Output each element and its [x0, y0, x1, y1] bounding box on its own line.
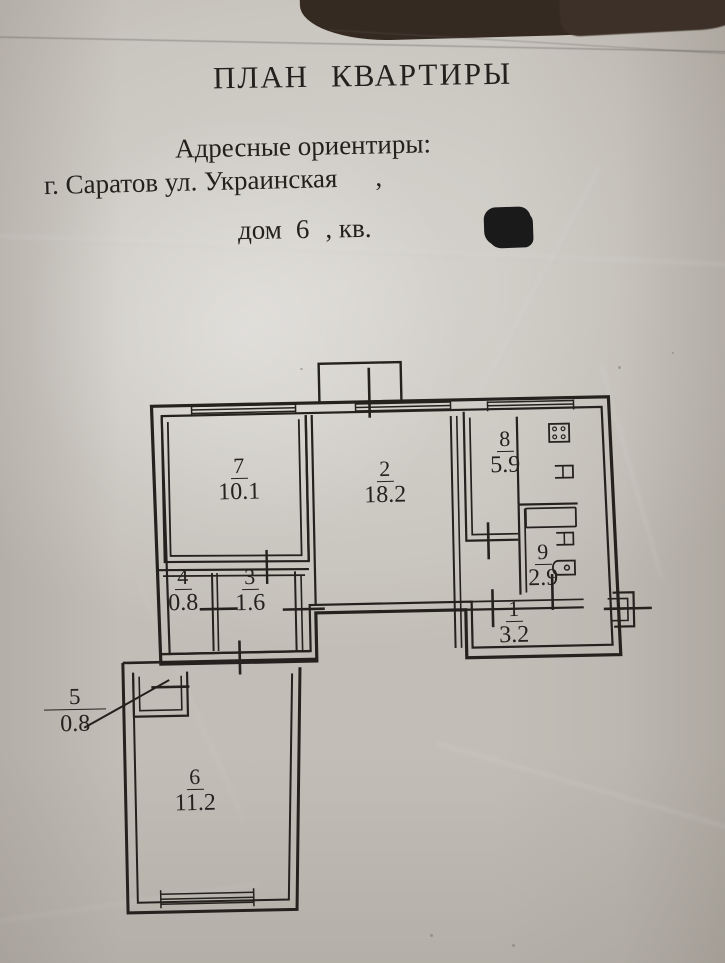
window-room-6 [159, 888, 255, 909]
room-7-walls-inner [166, 419, 303, 557]
room-label-6: 6 11.2 [154, 763, 235, 817]
room-8-walls [462, 411, 519, 542]
room-1-area: 3.2 [498, 621, 530, 649]
paper-speck [618, 366, 621, 369]
lower-wing-outer-wall [121, 662, 302, 915]
room-label-1: 1 3.2 [482, 595, 545, 649]
room-7-area: 10.1 [217, 478, 261, 506]
room-6-number: 6 [188, 763, 201, 790]
paper-shadow-left [0, 0, 120, 963]
room-2-number: 2 [378, 455, 391, 482]
paper-shadow-bottom [0, 753, 725, 963]
room-4-number: 4 [176, 563, 189, 590]
room-2-right-wall [449, 416, 457, 649]
door-4-3 [199, 607, 238, 611]
room-2-right-wall-inner [455, 415, 463, 648]
sink-icon [556, 531, 575, 546]
room-4-area: 0.8 [167, 589, 199, 617]
door-room-7 [265, 549, 269, 584]
paper-speck [430, 934, 433, 937]
paper-speck [300, 368, 303, 370]
door-room-9 [550, 573, 555, 610]
room-8-number: 8 [498, 425, 511, 452]
balcony-door-mark [367, 367, 372, 418]
lower-wing-inner-wall [132, 672, 294, 904]
room-6-area: 11.2 [174, 789, 217, 817]
room-5-area: 0.8 [60, 710, 91, 738]
paper-speck [672, 352, 674, 354]
sink-icon [554, 464, 574, 479]
room-3-number: 3 [243, 563, 256, 590]
room-5-walls-inner [138, 675, 183, 712]
room-label-7: 7 10.1 [198, 452, 279, 506]
corridor-top-wall-inner [163, 574, 306, 577]
outer-wall-inner [160, 405, 614, 656]
room-7-number: 7 [232, 452, 245, 479]
door-corridor-lower [238, 640, 242, 675]
stove-icon [548, 422, 571, 443]
room-1-top-wall-inner [471, 598, 584, 603]
door-room-8 [486, 522, 491, 560]
paper-highlight [30, 120, 460, 540]
lower-wing-top-wall [122, 657, 317, 665]
door-3-hall [282, 607, 325, 611]
entrance-door-mark [603, 606, 652, 611]
room-1-left-wall [464, 609, 468, 658]
room-9-area: 2.9 [527, 564, 559, 592]
room-8-right-wall [515, 416, 520, 505]
room-9-left-wall [517, 504, 522, 595]
balcony-projection [317, 360, 403, 403]
partition-3-hall [293, 571, 304, 652]
door-room-1 [491, 589, 495, 628]
room-5-number: 5 [68, 683, 81, 710]
room-label-8: 8 5.9 [469, 425, 540, 479]
room-label-4: 4 0.8 [154, 563, 211, 617]
partition-4-3 [210, 572, 220, 652]
partition-7-2 [304, 415, 310, 562]
bathtub-icon [524, 506, 577, 529]
room-8-walls-inner [468, 417, 519, 536]
room-5-walls [131, 671, 190, 718]
outer-wall-outline [149, 395, 623, 666]
corridor-bottom-wall [160, 649, 311, 656]
room-label-3: 3 1.6 [221, 563, 278, 617]
room-label-9: 9 2.9 [511, 538, 574, 592]
room-label-5: 5 0.8 [41, 683, 108, 738]
room-label-2: 2 18.2 [344, 455, 425, 509]
room-2-area: 18.2 [363, 481, 407, 509]
room-9-left-wall-inner [523, 508, 528, 593]
room-9-number: 9 [536, 538, 549, 565]
room-2-left-wall [310, 414, 317, 605]
leader-line-room-5 [83, 679, 170, 729]
window-room-2-left [354, 401, 452, 414]
window-room-7 [190, 403, 297, 416]
paper-shadow-right [495, 0, 725, 963]
room-1-number: 1 [507, 595, 520, 622]
paper-speck [512, 944, 515, 947]
room-1-top-wall [465, 606, 584, 611]
window-room-8 [486, 399, 575, 412]
toilet-icon [552, 559, 577, 576]
room-3-area: 1.6 [234, 589, 266, 617]
room-8-area: 5.9 [489, 451, 521, 479]
corridor-top-wall [158, 567, 309, 572]
room-9-top-wall [518, 502, 578, 506]
